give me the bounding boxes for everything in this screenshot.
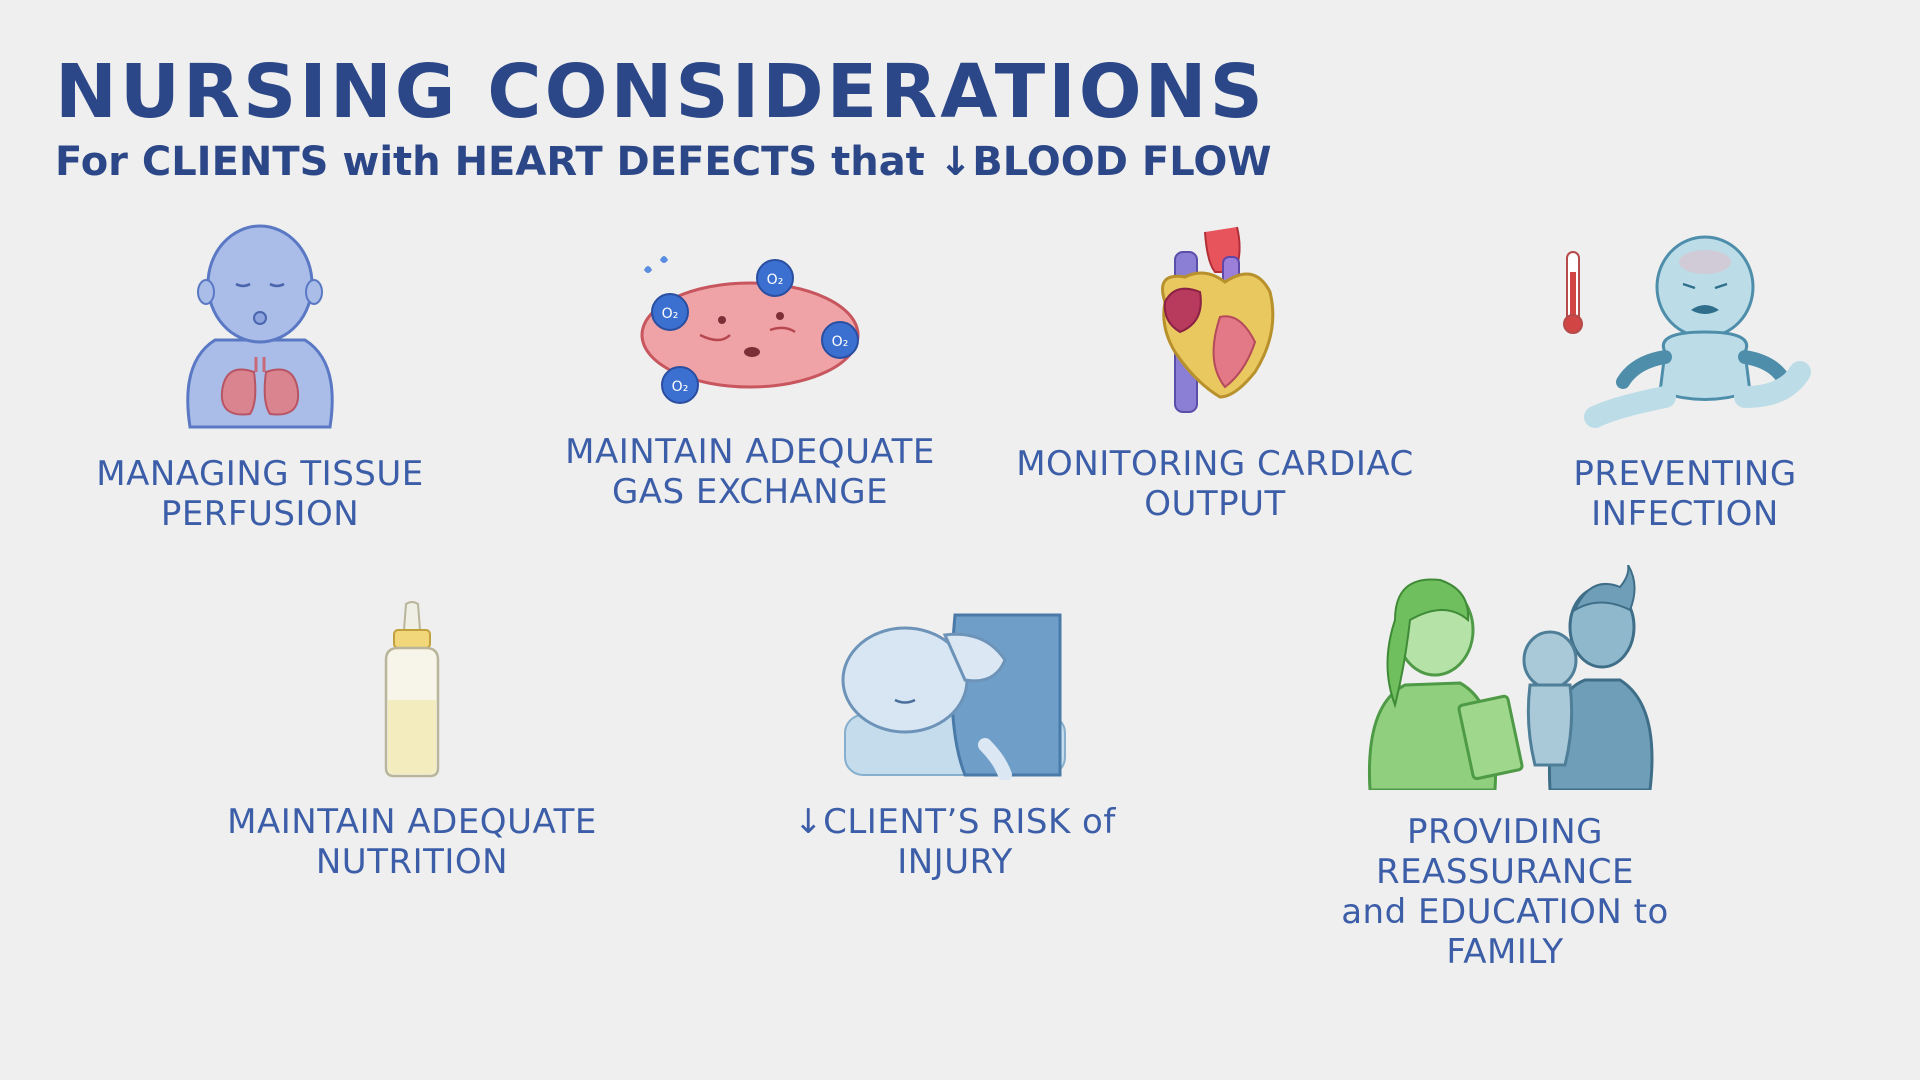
item-family-education: PROVIDING REASSURANCE and EDUCATION to F… <box>1295 565 1715 972</box>
item-tissue-perfusion: MANAGING TISSUE PERFUSION <box>50 222 470 534</box>
item-label: MAINTAIN ADEQUATE NUTRITION <box>227 802 597 883</box>
svg-text:O₂: O₂ <box>662 306 679 322</box>
svg-text:O₂: O₂ <box>832 334 849 350</box>
item-cardiac-output: MONITORING CARDIAC OUTPUT <box>1005 222 1425 524</box>
item-injury-risk: ↓CLIENT’S RISK of INJURY <box>745 605 1165 882</box>
item-label: MONITORING CARDIAC OUTPUT <box>1016 444 1414 525</box>
item-preventing-infection: PREVENTING INFECTION <box>1475 232 1895 534</box>
svg-text:O₂: O₂ <box>672 379 689 395</box>
cyanotic-infant-lungs-icon <box>186 224 334 429</box>
item-label: MANAGING TISSUE PERFUSION <box>96 454 424 535</box>
item-label: PROVIDING REASSURANCE and EDUCATION to F… <box>1341 812 1669 973</box>
crying-infant-thermometer-icon <box>1563 235 1811 428</box>
item-label: PREVENTING INFECTION <box>1573 454 1797 535</box>
item-nutrition: MAINTAIN ADEQUATE NUTRITION <box>202 600 622 882</box>
item-label: ↓CLIENT’S RISK of INJURY <box>794 802 1116 883</box>
red-blood-cell-oxygen-icon: O₂ O₂ O₂ O₂ <box>640 256 860 404</box>
page-subtitle: For CLIENTS with HEART DEFECTS that ↓BLO… <box>55 139 1272 185</box>
baby-bottle-icon <box>384 601 440 778</box>
sleeping-infant-icon <box>841 613 1066 780</box>
nurse-family-icon <box>1367 565 1654 790</box>
page-title: NURSING CONSIDERATIONS <box>55 49 1266 135</box>
heart-icon <box>1161 226 1275 413</box>
item-label: MAINTAIN ADEQUATE GAS EXCHANGE <box>565 432 935 513</box>
svg-text:O₂: O₂ <box>767 272 784 288</box>
item-gas-exchange: O₂ O₂ O₂ O₂ MAINTAIN ADEQUATE GAS EXCHAN… <box>540 240 960 512</box>
